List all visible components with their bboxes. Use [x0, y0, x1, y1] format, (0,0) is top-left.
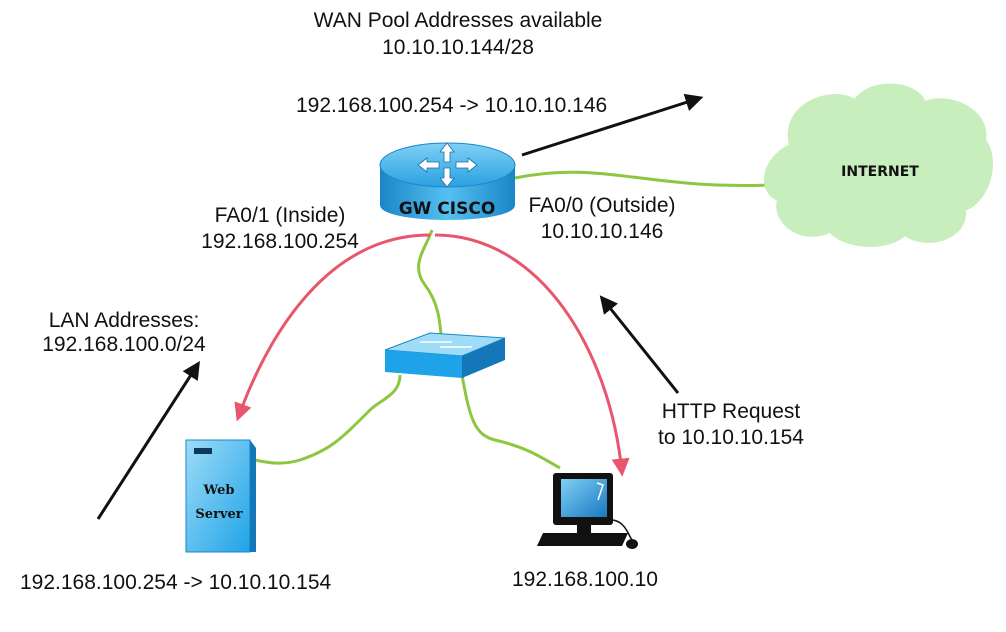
server-label-line2: Server	[195, 507, 242, 522]
wan-pool-title: WAN Pool Addresses available	[313, 9, 603, 32]
link-router-switch	[417, 229, 444, 346]
arrow-to-lan-label	[96, 360, 200, 520]
router-label: GW CISCO	[399, 199, 496, 219]
outside-interface-label: FA0/0 (Outside)	[528, 194, 676, 217]
inside-interface-label: FA0/1 (Inside)	[214, 204, 346, 227]
arrow-http-request	[599, 295, 680, 394]
link-switch-server	[254, 374, 402, 465]
http-request-line2: to 10.10.10.154	[658, 426, 804, 449]
router-arrows-icon	[417, 142, 478, 188]
lan-subnet: 192.168.100.0/24	[42, 333, 206, 356]
cloud-icon: INTERNET	[763, 83, 994, 247]
computer-icon	[537, 473, 638, 549]
outside-interface-ip: 10.10.10.146	[540, 220, 664, 243]
router-icon: GW CISCO	[379, 142, 516, 220]
nat-translation-bottom: 192.168.100.254 -> 10.10.10.154	[20, 571, 332, 594]
flow-arrow-to-server	[234, 233, 431, 422]
pc-ip-label: 192.168.100.10	[512, 568, 658, 591]
server-label-line1: Web	[203, 483, 235, 498]
internet-label: INTERNET	[841, 164, 919, 180]
flow-arrow-to-pc	[434, 233, 630, 477]
link-switch-pc	[460, 374, 561, 470]
lan-title: LAN Addresses:	[48, 309, 200, 332]
nat-translation-top: 192.168.100.254 -> 10.10.10.146	[296, 94, 608, 117]
server-icon: Web Server	[185, 439, 256, 553]
arrow-to-wan	[521, 93, 704, 157]
switch-icon	[384, 332, 506, 378]
wan-pool-subnet: 10.10.10.144/28	[382, 36, 534, 59]
inside-interface-ip: 192.168.100.254	[201, 230, 359, 253]
link-router-internet	[514, 170, 771, 188]
http-request-line1: HTTP Request	[661, 400, 801, 423]
